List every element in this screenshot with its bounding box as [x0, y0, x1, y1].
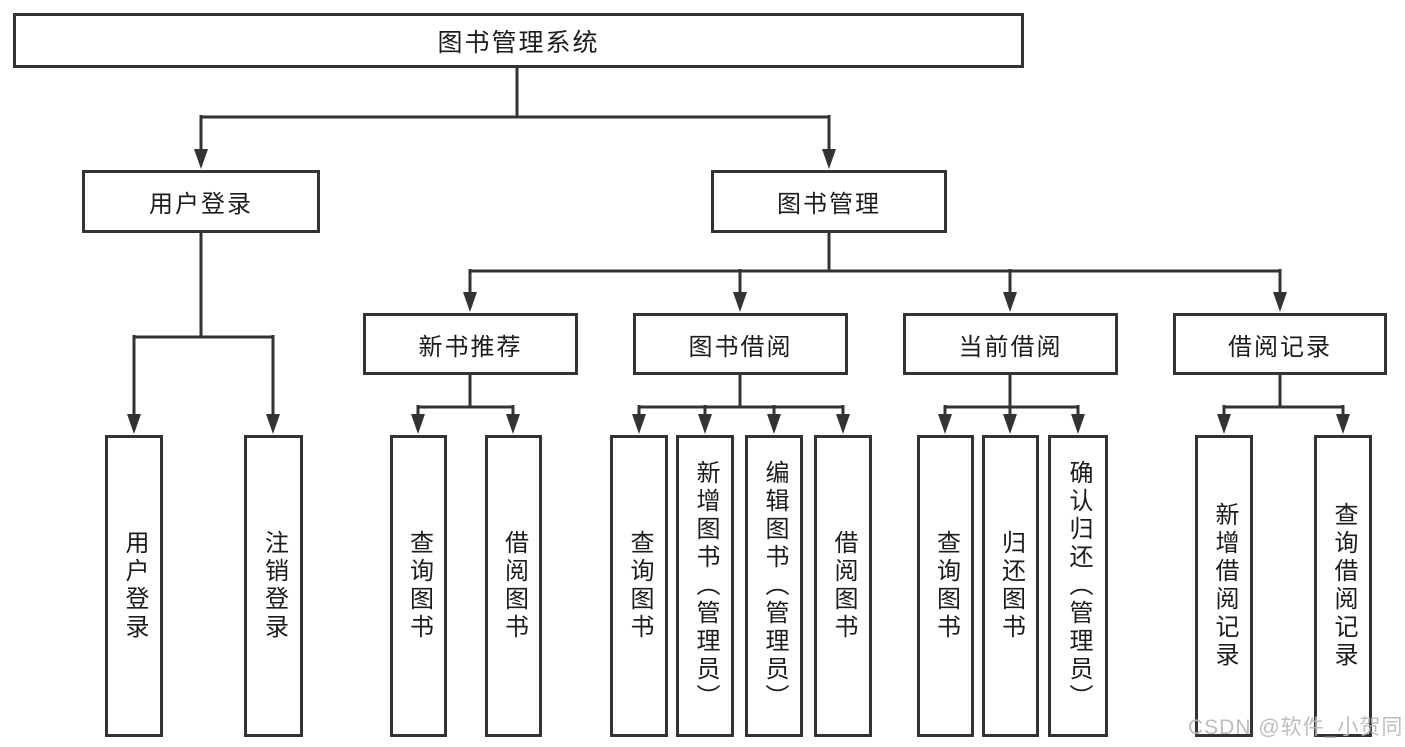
leaf-query-books-recommend: 查询图书 [390, 435, 447, 737]
leaf-return-book: 归还图书 [982, 435, 1039, 737]
leaf-user-login: 用户登录 [105, 435, 163, 737]
leaf-logout: 注销登录 [244, 435, 303, 737]
leaf-add-borrow-record: 新增借阅记录 [1195, 435, 1253, 737]
node-user-login: 用户登录 [82, 170, 320, 233]
leaf-borrow-books: 借阅图书 [814, 435, 872, 737]
leaf-edit-book-admin: 编辑图书（管理员） [745, 435, 803, 737]
leaf-borrow-books-recommend: 借阅图书 [485, 435, 542, 737]
node-current-borrowing: 当前借阅 [903, 313, 1118, 375]
node-library-management-system: 图书管理系统 [13, 13, 1024, 68]
leaf-query-borrow-record: 查询借阅记录 [1314, 435, 1372, 737]
node-new-book-recommend: 新书推荐 [363, 313, 578, 375]
leaf-confirm-return-admin: 确认归还（管理员） [1048, 435, 1108, 737]
leaf-query-books-current: 查询图书 [917, 435, 974, 737]
node-book-borrowing: 图书借阅 [633, 313, 848, 375]
node-borrowing-records: 借阅记录 [1173, 313, 1387, 375]
node-book-management: 图书管理 [711, 170, 947, 233]
leaf-query-books-borrow: 查询图书 [610, 435, 668, 737]
csdn-watermark: CSDN @软件_小贺同学 [1188, 716, 1405, 739]
leaf-add-book-admin: 新增图书（管理员） [676, 435, 734, 737]
